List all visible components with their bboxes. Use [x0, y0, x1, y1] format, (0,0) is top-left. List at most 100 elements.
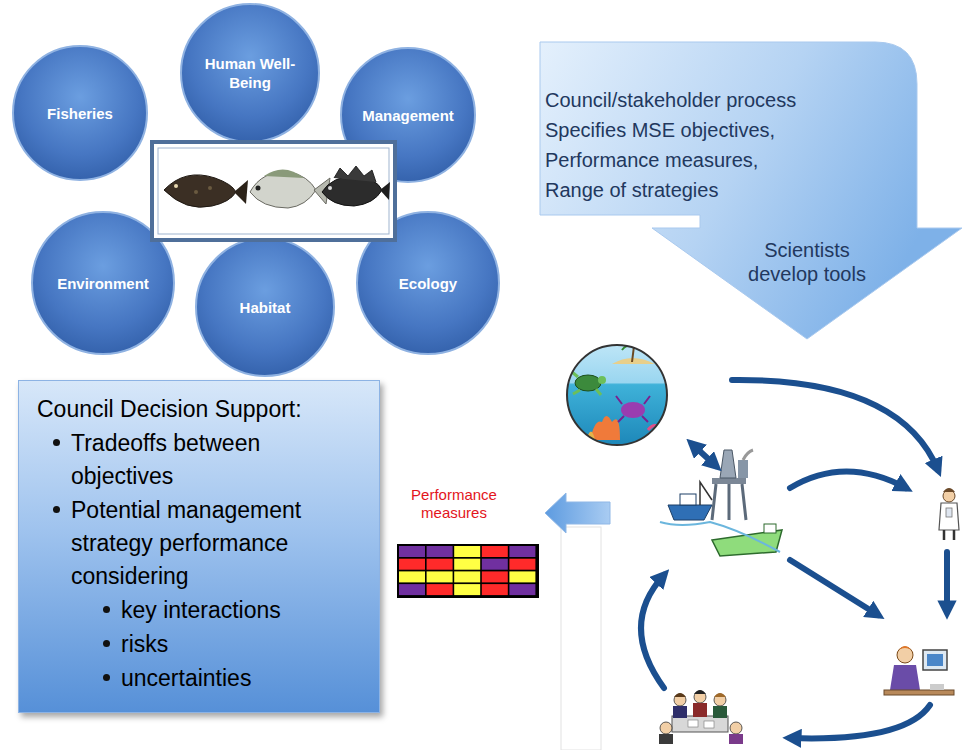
text-item: Council/stakeholder process: [545, 88, 875, 112]
circle-fill: [196, 238, 334, 376]
process-arrow: Council/stakeholder processSpecifies MSE…: [540, 42, 964, 342]
sea-bass-figure: [334, 166, 376, 182]
meeting-group: [674, 693, 686, 697]
scientist-figure: [939, 503, 959, 530]
bullet-dot: [103, 606, 110, 613]
meeting-group: [714, 693, 726, 697]
ocean-scene: [621, 402, 645, 418]
meeting-group: [672, 716, 728, 732]
text-item: Habitat: [209, 298, 321, 317]
porgy-figure: [314, 178, 330, 204]
flounder-figure: [194, 190, 198, 194]
analyst-at-computer: [923, 650, 947, 670]
analyst-at-computer: [890, 665, 920, 690]
meeting-group: [713, 706, 727, 718]
grid-cell: [454, 584, 480, 595]
meeting-group: [714, 694, 726, 706]
vessels-and-rig: [720, 450, 736, 478]
grid-cell: [427, 559, 453, 570]
cycle-arrow: [641, 575, 664, 688]
node-text: Management: [352, 106, 464, 125]
flounder-figure: [208, 186, 212, 190]
porgy-figure: [250, 172, 316, 208]
text-item: Performance measures,: [545, 148, 875, 172]
analyst-at-computer: [897, 647, 913, 663]
meeting-group: [704, 721, 714, 728]
meeting-group: [688, 720, 698, 727]
text-item: uncertainties: [35, 662, 365, 695]
text-item: Fisheries: [24, 104, 136, 123]
grid-cell: [399, 546, 425, 557]
ocean-scene: [590, 416, 620, 440]
bullet-dot: [103, 674, 110, 681]
sea-bass-figure: [322, 166, 390, 206]
cycle-arrow: [732, 380, 938, 470]
sea-bass-figure: [328, 186, 332, 190]
text-item: Management: [352, 106, 464, 125]
text-item: Range of strategies: [545, 178, 875, 202]
grid-frame: [397, 544, 539, 598]
grid-cell: [399, 559, 425, 570]
topic-circle: Management: [340, 47, 476, 183]
cycle-arrows: [641, 380, 947, 738]
vessels-and-rig: [712, 478, 746, 484]
decision-support-box: Council Decision Support:Tradeoffs betwe…: [18, 380, 380, 713]
grid-cell: [482, 571, 508, 582]
grid-cell: [509, 571, 535, 582]
vessels-and-rig: [764, 524, 776, 533]
analyst-at-computer: [896, 646, 914, 654]
node-text: Range of strategies: [545, 178, 875, 202]
grid-cell: [509, 584, 535, 595]
grid-cell: [482, 584, 508, 595]
circle-fill: [181, 4, 319, 142]
analyst-at-computer: [927, 654, 943, 666]
grid-cell: [454, 571, 480, 582]
cycle-arrow: [790, 472, 906, 489]
vessels-and-rig: [700, 482, 712, 505]
topic-circle: Fisheries: [12, 45, 148, 181]
meeting-group: [694, 691, 706, 703]
vessels-and-rig: [668, 505, 712, 520]
bullet-dot: [103, 640, 110, 647]
scientist-figure: [939, 488, 959, 540]
circle-fill: [13, 46, 147, 180]
ocean-scene: [572, 372, 601, 395]
grid-cell: [509, 559, 535, 570]
vessels-and-rig: [743, 450, 753, 460]
text-item: Council Decision Support:: [35, 393, 365, 426]
vessels-and-rig: [712, 484, 746, 520]
flounder-figure: [164, 175, 248, 207]
analyst-at-computer: [884, 690, 954, 695]
text-item: Tradeoffs between objectives: [35, 427, 365, 493]
figure-label: Performance measures: [398, 486, 510, 522]
text-item: risks: [35, 628, 365, 661]
meeting-group: [660, 722, 672, 734]
grid-cell: [427, 571, 453, 582]
node-text: Habitat: [209, 298, 321, 317]
meeting-group: [693, 703, 707, 717]
flounder-figure: [164, 175, 236, 207]
porgy-figure: [264, 169, 304, 178]
ocean-scene: [567, 345, 667, 445]
analyst-at-computer: [884, 646, 954, 695]
grid-cell: [427, 584, 453, 595]
arrow-fill: [540, 42, 962, 339]
vessels-and-rig: [680, 494, 696, 505]
ocean-scene: [565, 343, 669, 447]
text-item: Ecology: [372, 274, 484, 293]
text-item: key interactions: [35, 594, 365, 627]
cycle-arrow: [790, 560, 878, 615]
circle-fill: [357, 212, 499, 354]
meeting-group: [694, 690, 706, 694]
ocean-scene: [598, 376, 606, 384]
grid-cell: [482, 559, 508, 570]
ocean-scene: [565, 338, 669, 447]
ocean-scene: [616, 396, 650, 422]
node-text: Tradeoffs between objectives: [71, 427, 363, 493]
text-item: Human Well-Being: [194, 54, 306, 92]
node-text: Ecology: [372, 274, 484, 293]
circle-fill: [32, 212, 174, 354]
bullet-dot: [53, 439, 60, 446]
